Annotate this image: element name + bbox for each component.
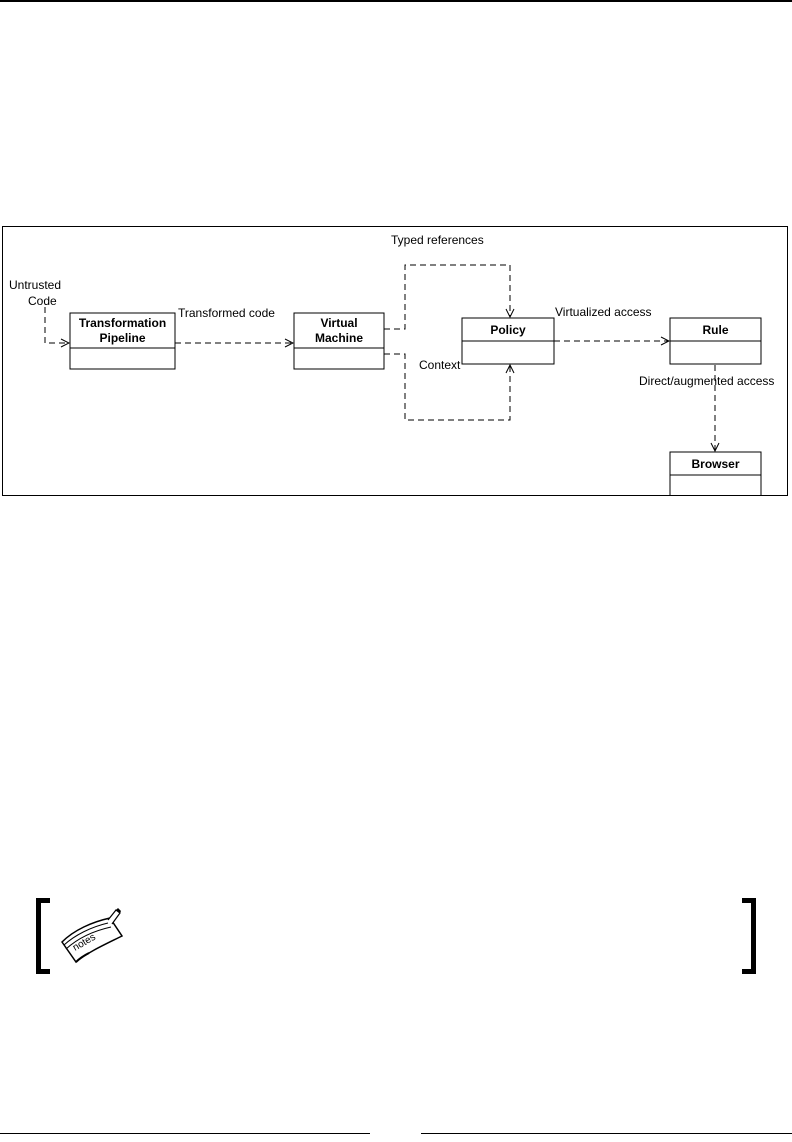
typed-references-arrow bbox=[384, 264, 510, 330]
footer-rule-left bbox=[0, 1133, 370, 1134]
virtual-machine-title-line2: Machine bbox=[315, 331, 363, 345]
virtualized-access-label: Virtualized access bbox=[555, 305, 652, 319]
footer-rule-right bbox=[421, 1133, 792, 1134]
untrusted-code-label-line2: Code bbox=[28, 294, 57, 308]
right-bracket bbox=[742, 898, 756, 974]
browser-title: Browser bbox=[691, 457, 739, 471]
rule-title: Rule bbox=[702, 323, 728, 337]
context-arrow bbox=[384, 353, 510, 421]
context-label: Context bbox=[419, 358, 461, 372]
virtual-machine-title-line1: Virtual bbox=[320, 316, 357, 330]
virtual-machine-box: Virtual Machine bbox=[293, 312, 385, 370]
diagram-canvas: Transformation Pipeline Virtual Machine … bbox=[9, 233, 774, 495]
transformed-code-label: Transformed code bbox=[178, 306, 275, 320]
policy-box: Policy bbox=[461, 317, 555, 365]
untrusted-code-arrow bbox=[44, 307, 69, 343]
transformation-pipeline-box: Transformation Pipeline bbox=[69, 312, 176, 370]
left-bracket bbox=[36, 898, 50, 974]
top-rule bbox=[0, 0, 792, 2]
transformation-pipeline-title-line2: Pipeline bbox=[99, 331, 145, 345]
policy-title: Policy bbox=[490, 323, 526, 337]
browser-box: Browser bbox=[669, 451, 762, 495]
untrusted-code-label-line1: Untrusted bbox=[9, 278, 61, 292]
notes-icon: notes bbox=[61, 908, 124, 964]
typed-references-label: Typed references bbox=[391, 233, 484, 247]
architecture-diagram: Transformation Pipeline Virtual Machine … bbox=[2, 226, 788, 496]
note-callout: notes bbox=[36, 898, 756, 974]
rule-box: Rule bbox=[669, 317, 762, 365]
direct-augmented-access-label: Direct/augmented access bbox=[639, 374, 774, 388]
transformation-pipeline-title-line1: Transformation bbox=[79, 316, 166, 330]
